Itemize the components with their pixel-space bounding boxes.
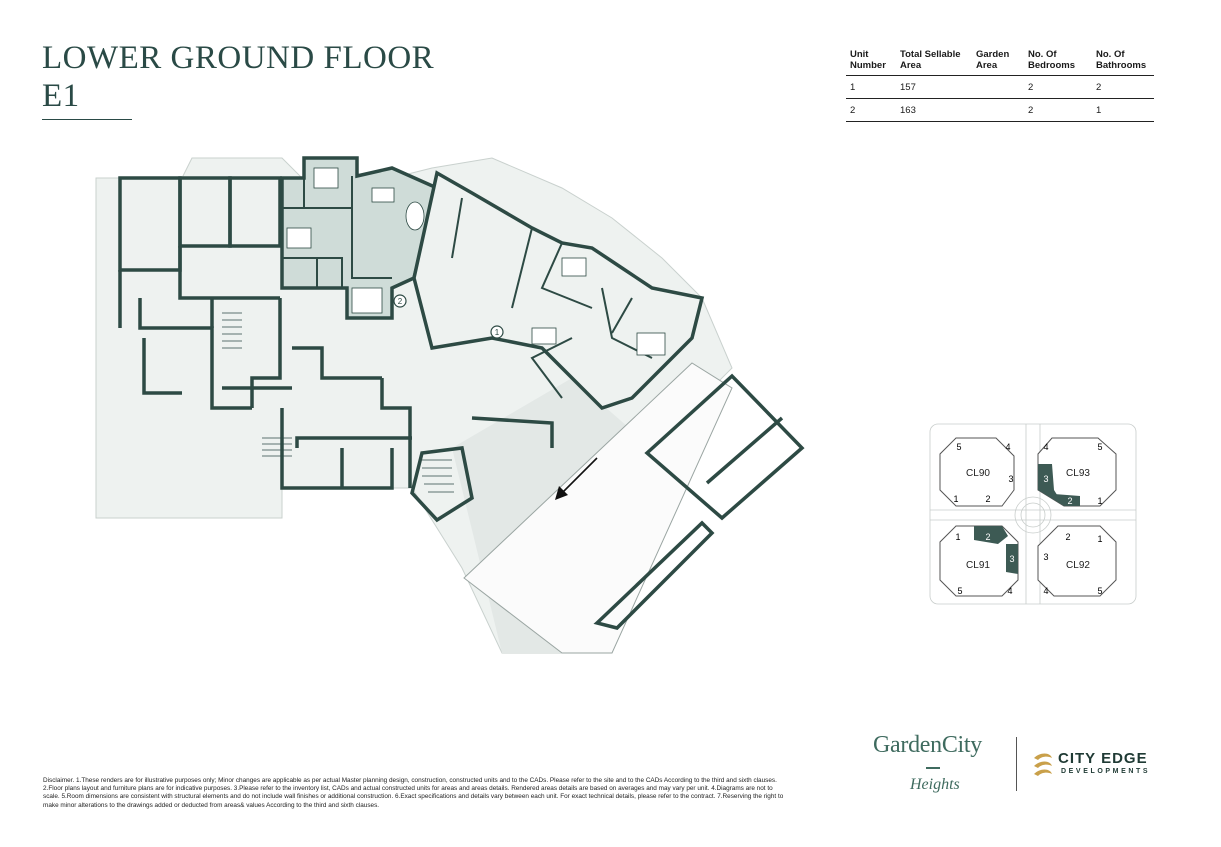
plan-stairs xyxy=(222,312,454,493)
floor-plan: 2 1 xyxy=(95,156,805,654)
key-block-cl92: CL92 2 1 3 4 5 xyxy=(1037,525,1117,597)
key-label-cl90: CL90 xyxy=(966,468,990,479)
key-block-cl91: CL91 1 2 3 5 4 xyxy=(939,525,1019,597)
header-unit-number: Unit Number xyxy=(846,47,896,76)
key-num: 1 xyxy=(1097,496,1102,506)
units-table-header: Unit Number Total Sellable Area Garden A… xyxy=(846,47,1154,76)
key-num: 3 xyxy=(1009,554,1014,564)
plan-walls-right xyxy=(410,373,805,630)
key-plan-roads xyxy=(929,423,1137,605)
header-garden-area: Garden Area xyxy=(972,47,1024,76)
unit-marker-2: 2 xyxy=(398,297,403,306)
cell-area: 163 xyxy=(896,98,972,122)
table-row: 1 157 2 2 xyxy=(846,75,1154,99)
unit-1: 1 xyxy=(412,170,705,411)
key-block-cl90: CL90 5 4 3 1 2 xyxy=(939,437,1015,507)
key-num: 5 xyxy=(957,586,962,596)
logo-divider xyxy=(1016,737,1017,791)
title-line-2: E1 xyxy=(42,77,80,114)
cell-bathrooms: 2 xyxy=(1092,75,1154,99)
key-num: 2 xyxy=(1067,496,1072,506)
table-row: 2 163 2 1 xyxy=(846,98,1154,122)
page-title: LOWER GROUND FLOOR E1 xyxy=(42,40,434,116)
logo-dash xyxy=(926,767,940,769)
key-num: 3 xyxy=(1043,552,1048,562)
key-num: 5 xyxy=(1097,442,1102,452)
key-num: 5 xyxy=(956,442,961,452)
key-num: 4 xyxy=(1007,586,1012,596)
key-num: 4 xyxy=(1043,442,1048,452)
key-label-cl92: CL92 xyxy=(1066,560,1090,571)
key-num: 5 xyxy=(1097,586,1102,596)
header-bathrooms: No. Of Bathrooms xyxy=(1092,47,1154,76)
key-num: 1 xyxy=(1097,534,1102,544)
key-block-cl93: CL93 4 5 3 2 1 xyxy=(1037,437,1117,507)
plan-walls-left xyxy=(118,176,412,490)
header-total-area: Total Sellable Area xyxy=(896,47,972,76)
unit-marker-1: 1 xyxy=(495,328,500,337)
cell-unit: 2 xyxy=(846,98,896,122)
key-num: 2 xyxy=(985,532,990,542)
cell-bedrooms: 2 xyxy=(1024,98,1092,122)
city-edge-name: CITY EDGE xyxy=(1058,750,1148,767)
key-num: 3 xyxy=(1043,474,1048,484)
title-line-1: LOWER GROUND FLOOR xyxy=(42,40,435,76)
cell-garden xyxy=(972,98,1024,122)
key-num: 3 xyxy=(1008,474,1013,484)
entrance-arrow-icon xyxy=(555,457,598,500)
key-num: 2 xyxy=(985,494,990,504)
cell-area: 157 xyxy=(896,75,972,99)
title-rule xyxy=(42,119,132,120)
cell-bathrooms: 1 xyxy=(1092,98,1154,122)
city-edge-developments: DEVELOPMENTS xyxy=(1061,768,1151,775)
disclaimer: Disclaimer. 1.These renders are for illu… xyxy=(43,777,784,809)
cell-unit: 1 xyxy=(846,75,896,99)
unit-2: 2 xyxy=(280,156,440,320)
gardencity-heights: Heights xyxy=(910,776,960,793)
gardencity-logo: GardenCity xyxy=(873,732,982,758)
key-num: 1 xyxy=(955,532,960,542)
city-edge-logo-icon xyxy=(1034,753,1052,776)
key-label-cl93: CL93 xyxy=(1066,468,1090,479)
key-num: 1 xyxy=(953,494,958,504)
cell-bedrooms: 2 xyxy=(1024,75,1092,99)
key-num: 4 xyxy=(1005,442,1010,452)
key-num: 2 xyxy=(1065,532,1070,542)
cell-garden xyxy=(972,75,1024,99)
key-plan: CL90 5 4 3 1 2 CL93 4 5 3 2 1 CL91 1 2 3… xyxy=(929,423,1137,605)
key-label-cl91: CL91 xyxy=(966,560,990,571)
key-num: 4 xyxy=(1043,586,1048,596)
units-table: Unit Number Total Sellable Area Garden A… xyxy=(846,47,1154,122)
header-bedrooms: No. Of Bedrooms xyxy=(1024,47,1092,76)
